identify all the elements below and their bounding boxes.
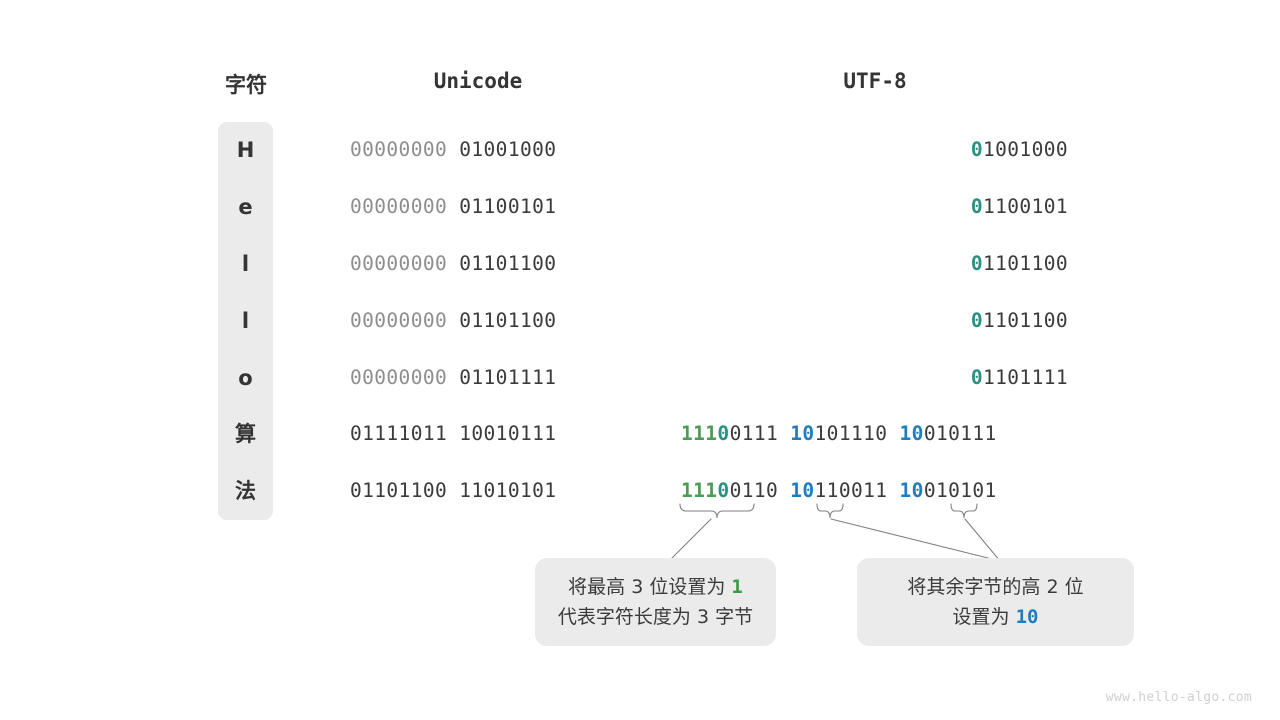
unicode-high-byte: 01111011 <box>350 422 448 445</box>
callout-highlight: 10 <box>1015 606 1039 628</box>
unicode-low-byte: 10010111 <box>459 422 557 445</box>
utf8-payload-bits: 1101100 <box>983 252 1068 275</box>
watermark: www.hello-algo.com <box>1105 690 1252 705</box>
utf8-continuation-marker: 10 <box>899 479 924 502</box>
callout-length-marker: 将最高 3 位设置为 1 代表字符长度为 3 字节 <box>535 558 776 646</box>
character-cell: l <box>241 309 250 333</box>
leader-line-1 <box>671 518 712 559</box>
utf8-payload-bits: 1101100 <box>983 309 1068 332</box>
utf8-lead-bit: 0 <box>970 309 984 332</box>
callout-highlight: 1 <box>731 576 743 598</box>
utf8-bits: 01101100 <box>828 251 1068 277</box>
unicode-high-byte: 00000000 <box>350 252 448 275</box>
unicode-high-byte: 00000000 <box>350 138 448 161</box>
utf8-bits: 01101111 <box>828 365 1068 391</box>
utf8-payload-bits: 010111 <box>923 422 997 445</box>
unicode-high-byte: 00000000 <box>350 366 448 389</box>
unicode-low-byte: 01101111 <box>459 366 557 389</box>
utf8-lead-bit: 0 <box>970 252 984 275</box>
character-cell: H <box>236 138 255 162</box>
utf8-continuation-marker: 10 <box>790 422 815 445</box>
utf8-payload-bits: 1001000 <box>983 138 1068 161</box>
utf8-payload-bits: 0110 <box>729 479 779 502</box>
utf8-length-marker: 111 <box>681 479 718 502</box>
unicode-high-byte: 01101100 <box>350 479 448 502</box>
callout-line: 代表字符长度为 3 字节 <box>557 606 754 628</box>
unicode-bits: 01101100 11010101 <box>350 478 556 504</box>
unicode-low-byte: 01101100 <box>459 252 557 275</box>
character-cell: e <box>238 195 253 219</box>
utf8-lead-bit: 0 <box>970 366 984 389</box>
character-cell: o <box>238 366 253 390</box>
unicode-bits: 00000000 01101100 <box>350 251 556 277</box>
character-cell: 法 <box>235 479 256 503</box>
callout-line: 设置为 10 <box>952 606 1039 628</box>
utf8-bits: 01001000 <box>828 137 1068 163</box>
utf8-payload-bits: 010101 <box>923 479 997 502</box>
utf8-payload-bits: 1100101 <box>983 195 1068 218</box>
utf8-bits: 11100110 10110011 10010101 <box>681 478 997 504</box>
character-cell: 算 <box>235 422 256 446</box>
character-cell: l <box>241 252 250 276</box>
utf8-length-marker: 111 <box>681 422 718 445</box>
utf8-bits: 01100101 <box>828 194 1068 220</box>
utf8-payload-bits: 1101111 <box>983 366 1068 389</box>
unicode-low-byte: 01101100 <box>459 309 557 332</box>
utf8-payload-bits: 110011 <box>814 479 888 502</box>
brace-continuation-1 <box>816 503 844 519</box>
unicode-bits: 00000000 01101111 <box>350 365 556 391</box>
utf8-continuation-marker: 10 <box>790 479 815 502</box>
unicode-high-byte: 00000000 <box>350 309 448 332</box>
utf8-bits: 11100111 10101110 10010111 <box>681 421 997 447</box>
column-header-utf8: UTF-8 <box>843 69 907 93</box>
callout-continuation-marker: 将其余字节的高 2 位 设置为 10 <box>857 558 1134 646</box>
unicode-bits: 00000000 01101100 <box>350 308 556 334</box>
column-header-unicode: Unicode <box>433 69 523 93</box>
utf8-lead-bit: 0 <box>970 195 984 218</box>
utf8-bits: 01101100 <box>828 308 1068 334</box>
utf8-payload-bits: 101110 <box>814 422 888 445</box>
leader-line-3 <box>964 518 1001 562</box>
unicode-low-byte: 01001000 <box>459 138 557 161</box>
utf8-marker-terminator: 0 <box>717 422 730 445</box>
utf8-lead-bit: 0 <box>970 138 984 161</box>
brace-length-marker <box>679 503 755 519</box>
character-column-panel <box>218 122 273 520</box>
utf8-payload-bits: 0111 <box>729 422 779 445</box>
callout-line: 将其余字节的高 2 位 <box>907 576 1084 598</box>
unicode-bits: 00000000 01100101 <box>350 194 556 220</box>
utf8-marker-terminator: 0 <box>717 479 730 502</box>
callout-line: 将最高 3 位设置为 1 <box>568 576 743 598</box>
unicode-low-byte: 01100101 <box>459 195 557 218</box>
unicode-high-byte: 00000000 <box>350 195 448 218</box>
utf8-continuation-marker: 10 <box>899 422 924 445</box>
unicode-low-byte: 11010101 <box>459 479 557 502</box>
unicode-bits: 00000000 01001000 <box>350 137 556 163</box>
brace-continuation-2 <box>950 503 978 519</box>
leader-line-2 <box>830 518 1001 562</box>
unicode-bits: 01111011 10010111 <box>350 421 556 447</box>
column-header-character: 字符 <box>225 73 267 97</box>
